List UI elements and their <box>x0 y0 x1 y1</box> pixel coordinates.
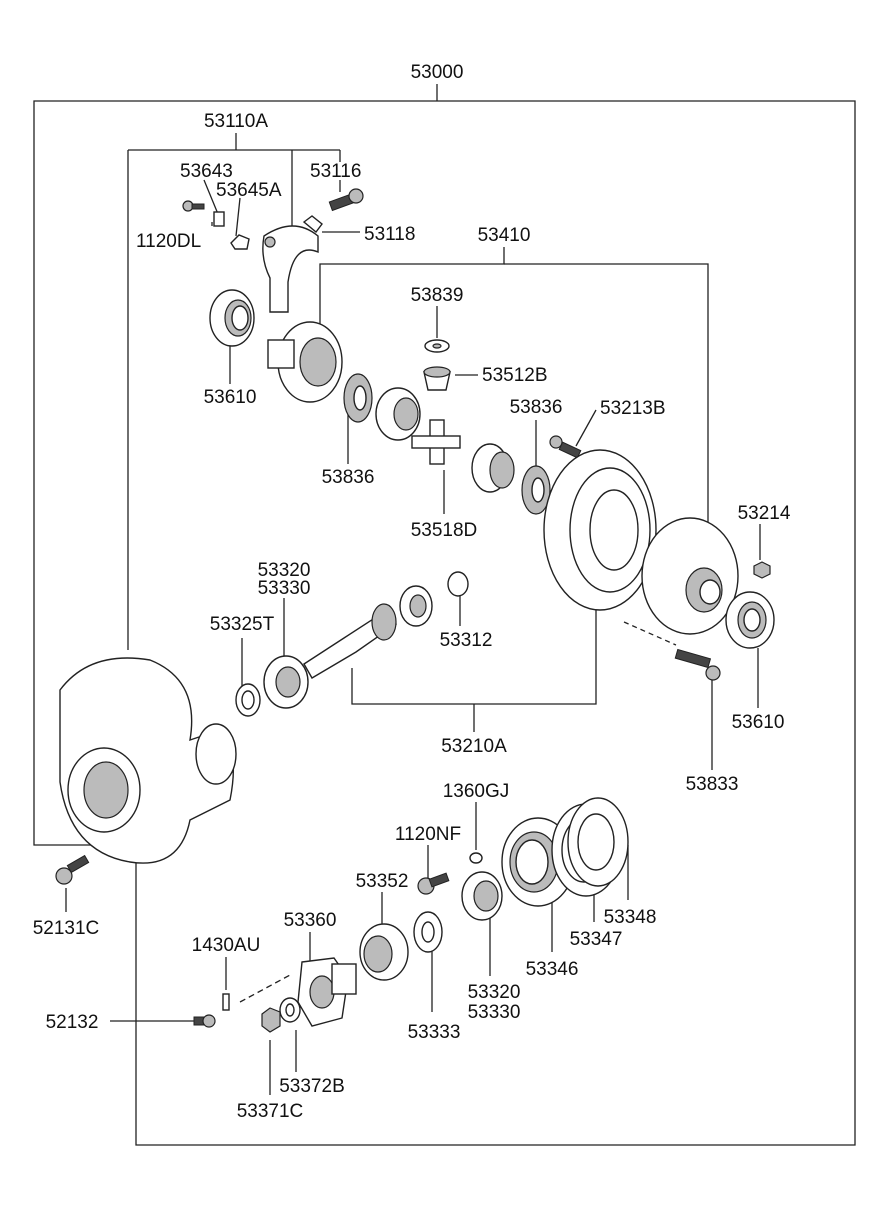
label-53610-right[interactable]: 53610 <box>732 712 785 733</box>
label-53325t[interactable]: 53325T <box>210 614 275 635</box>
oil-seal-part <box>359 923 409 981</box>
label-53210a[interactable]: 53210A <box>441 736 507 757</box>
label-53118[interactable]: 53118 <box>364 224 415 245</box>
label-53330-top[interactable]: 53330 <box>258 578 311 599</box>
label-53000[interactable]: 53000 <box>411 62 464 83</box>
label-53643[interactable]: 53643 <box>180 161 233 182</box>
companion-flange-part <box>297 957 357 1027</box>
bolt-1120dl-part <box>182 200 205 212</box>
thrust-washer-right-part <box>521 465 551 515</box>
pinion-gear-part <box>423 366 451 391</box>
label-53518d[interactable]: 53518D <box>411 520 478 541</box>
drive-pinion-part <box>303 603 398 679</box>
plug-1360gj-part <box>469 852 483 864</box>
bearing-53320-bottom-part <box>461 871 503 921</box>
spacer-53312-part <box>447 571 469 597</box>
label-53360[interactable]: 53360 <box>284 910 337 931</box>
carrier-housing-part <box>59 657 237 864</box>
diff-case-part <box>267 321 343 403</box>
ring-gear-part <box>543 449 657 611</box>
leader-lines <box>33 84 856 1146</box>
side-gear-part <box>375 387 421 441</box>
plate-53645a-part <box>230 234 250 250</box>
pinion-shaft-part <box>411 419 461 465</box>
pin-1430au-part <box>222 993 230 1011</box>
label-53330-bottom[interactable]: 53330 <box>468 1002 521 1023</box>
label-53346[interactable]: 53346 <box>526 959 579 980</box>
label-53320-bottom[interactable]: 53320 <box>468 982 521 1003</box>
bearing-53610-left-part <box>209 289 255 347</box>
label-1120dl[interactable]: 1120DL <box>136 231 201 252</box>
shim-53325t-part <box>235 683 261 717</box>
label-53610-left[interactable]: 53610 <box>204 387 257 408</box>
bearing-cap-part <box>262 225 319 313</box>
bolt-53116-part <box>328 188 364 212</box>
shim-53333-part <box>413 911 443 953</box>
bolt-52131c-part <box>55 854 90 885</box>
thrust-washer-left-part <box>343 373 373 423</box>
bolt-1120nf-part <box>417 872 450 895</box>
label-53645a[interactable]: 53645A <box>216 180 282 201</box>
label-1430au[interactable]: 1430AU <box>192 935 261 956</box>
bolt-53213b-part <box>549 435 582 459</box>
label-52131c[interactable]: 52131C <box>33 918 100 939</box>
bearing-53610-right-part <box>725 591 775 649</box>
label-1360gj[interactable]: 1360GJ <box>443 781 510 802</box>
label-53410[interactable]: 53410 <box>478 225 531 246</box>
label-53836-left[interactable]: 53836 <box>322 467 375 488</box>
label-1120nf[interactable]: 1120NF <box>395 824 461 845</box>
part-labels: 53000 53110A 53643 53645A 1120DL 53116 5… <box>33 62 791 1122</box>
label-53352[interactable]: 53352 <box>356 871 409 892</box>
label-53833[interactable]: 53833 <box>686 774 739 795</box>
label-53312[interactable]: 53312 <box>440 630 493 651</box>
label-53347[interactable]: 53347 <box>570 929 623 950</box>
bearing-53320-top-part <box>263 655 309 709</box>
label-53320-top[interactable]: 53320 <box>258 560 311 581</box>
label-53512b[interactable]: 53512B <box>482 365 548 386</box>
label-53836-right[interactable]: 53836 <box>510 397 563 418</box>
label-53333[interactable]: 53333 <box>408 1022 461 1043</box>
washer-53839-part <box>424 339 450 353</box>
lock-53118-part <box>302 215 323 234</box>
plate-53643-part <box>213 211 225 227</box>
bolt-52132-part <box>193 1014 216 1028</box>
side-gear-right-part <box>471 443 515 493</box>
label-53116[interactable]: 53116 <box>310 161 361 182</box>
label-53839[interactable]: 53839 <box>411 285 464 306</box>
retainer-53348-part <box>567 797 629 887</box>
nut-53214-part <box>753 561 771 579</box>
label-52132[interactable]: 52132 <box>46 1012 99 1033</box>
diff-case-half-part <box>641 517 739 635</box>
label-53214[interactable]: 53214 <box>738 503 791 524</box>
nut-53371c-part <box>261 1007 281 1033</box>
label-53110a[interactable]: 53110A <box>204 111 268 132</box>
washer-53372b-part <box>279 997 301 1023</box>
label-53372b[interactable]: 53372B <box>279 1076 345 1097</box>
label-53371c[interactable]: 53371C <box>237 1101 304 1122</box>
bolt-53833-part <box>674 648 721 681</box>
label-53213b[interactable]: 53213B <box>600 398 666 419</box>
label-53348[interactable]: 53348 <box>604 907 657 928</box>
bearing-inner-part <box>399 585 433 627</box>
